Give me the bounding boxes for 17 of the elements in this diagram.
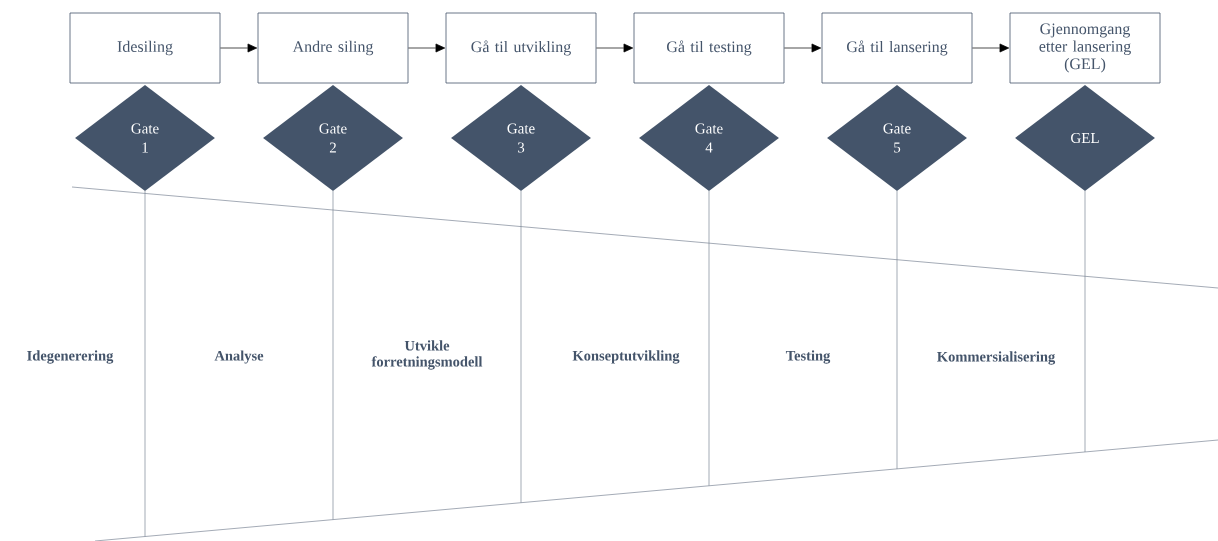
- process-box: Gjennomgang etter lansering (GEL): [1009, 12, 1161, 84]
- phase-label: Testing: [785, 350, 831, 364]
- arrow: [784, 43, 822, 53]
- process-box: Gå til lansering: [821, 12, 973, 84]
- process-box: Andre siling: [257, 12, 409, 84]
- process-box: Gå til utvikling: [445, 12, 597, 84]
- phase-label: Idegenerering: [27, 350, 114, 364]
- phase-label: Analyse: [214, 350, 264, 364]
- arrow: [408, 43, 446, 53]
- arrow: [596, 43, 634, 53]
- arrow: [220, 43, 258, 53]
- phase-label: Kommersialisering: [937, 351, 1056, 365]
- phase-label: Konseptutvikling: [572, 350, 680, 364]
- process-box: Idesiling: [69, 12, 221, 84]
- phase-label: Utvikle forretningsmodell: [371, 340, 483, 370]
- process-box: Gå til testing: [633, 12, 785, 84]
- arrow: [972, 43, 1010, 53]
